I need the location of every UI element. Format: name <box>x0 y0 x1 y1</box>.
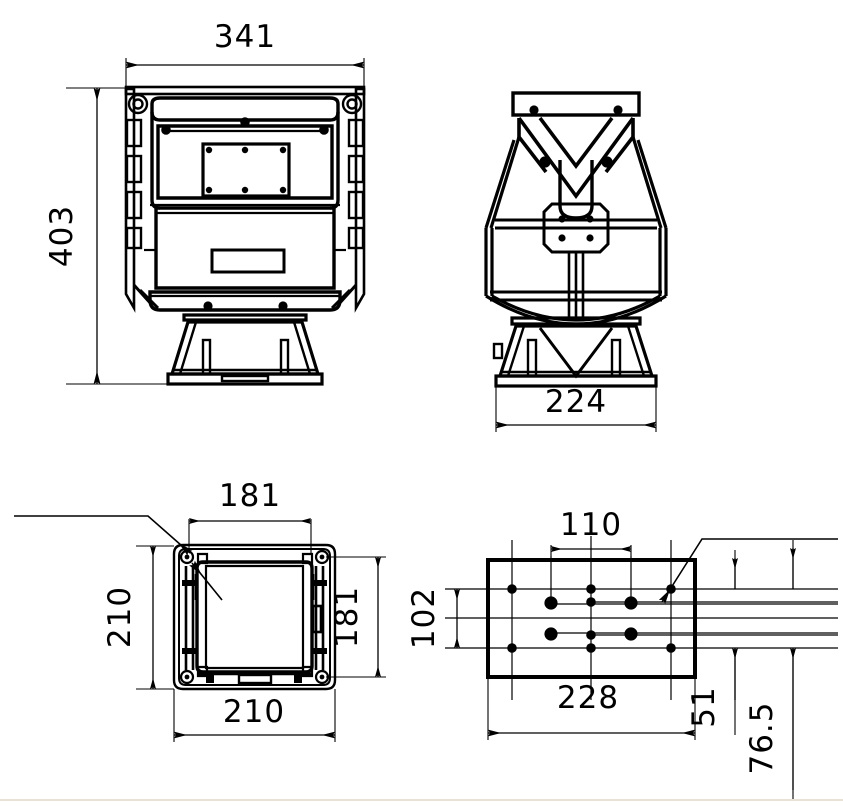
dimension-top-outer-width: 210 <box>173 689 336 742</box>
hole-large-tl <box>544 596 558 610</box>
side-yoke-bolt-right <box>613 105 623 115</box>
dimension-181-top-label: 181 <box>219 478 281 514</box>
front-lower-body-edges <box>144 211 346 298</box>
front-head-left-bolt <box>161 125 171 135</box>
hole-corner-tl <box>507 584 517 594</box>
hole-large-bl <box>544 627 558 641</box>
dimension-210-bottom-label: 210 <box>223 694 285 730</box>
dimension-top-inner-height: 181 <box>326 556 386 678</box>
dimension-front-width: 341 <box>125 19 365 87</box>
front-head-inner-lines <box>150 129 340 207</box>
front-pedestal-ribs <box>172 321 318 383</box>
side-mount-plate <box>542 202 610 254</box>
side-bracket-bolt-right <box>601 156 613 168</box>
dimension-top-inner-width: 181 <box>188 478 312 553</box>
dimension-181-right-label: 181 <box>329 586 365 648</box>
front-head-right-bolt <box>319 125 329 135</box>
dimension-210-left-label: 210 <box>102 586 138 648</box>
base-plate-view <box>445 536 838 700</box>
dimension-110-label: 110 <box>560 507 622 543</box>
dimension-base-offset-outer: 76.5 <box>744 540 796 800</box>
side-yoke-top-bar <box>511 91 641 117</box>
front-faceplate <box>201 142 291 198</box>
dimension-51-label: 51 <box>686 686 722 727</box>
side-neck <box>558 160 594 220</box>
hole-center-lower <box>586 630 596 640</box>
front-base-bolt-left <box>203 301 213 311</box>
front-view <box>124 85 366 386</box>
front-pedestal <box>166 313 324 386</box>
dimension-224-label: 224 <box>545 384 607 420</box>
hole-large-tr <box>624 596 638 610</box>
footer-accent-rule <box>0 799 843 801</box>
dimension-base-offset-inner: 51 <box>686 550 738 735</box>
dimension-front-height: 403 <box>44 87 168 385</box>
top-view-leader-inner <box>189 560 223 601</box>
front-left-pivot <box>125 93 149 250</box>
front-base-bolt-right <box>278 301 288 311</box>
front-head-center-bolt <box>240 117 250 127</box>
dimension-base-pitch-x: 110 <box>550 507 632 556</box>
top-outer-frame <box>172 543 337 691</box>
side-yoke-bolt-left <box>529 105 539 115</box>
base-plate-leader <box>658 538 838 604</box>
dimension-top-outer-height: 210 <box>102 545 174 690</box>
side-bracket-bolt-left <box>539 156 551 168</box>
mount-hole-tl <box>558 215 566 223</box>
side-view <box>484 91 668 388</box>
front-right-pivot <box>341 93 365 250</box>
front-label-plate <box>210 248 286 274</box>
front-chassis-shoulders <box>132 283 358 310</box>
dimension-base-pitch-y: 102 <box>406 587 488 649</box>
dimension-228-label: 228 <box>557 680 619 716</box>
hole-mid-top <box>586 584 596 594</box>
hole-corner-bl <box>507 643 517 653</box>
top-view-leader-outer <box>14 515 193 556</box>
mount-hole-tr <box>586 215 594 223</box>
side-pedestal-ribs <box>492 325 652 378</box>
top-bottom-rail <box>198 671 311 685</box>
mount-hole-br <box>586 234 594 242</box>
hole-center-upper <box>586 597 596 607</box>
hole-mid-bottom <box>586 643 596 653</box>
dimension-341-label: 341 <box>214 19 276 55</box>
dimension-403-label: 403 <box>44 205 80 267</box>
front-chassis-outline <box>124 85 366 313</box>
top-side-rails <box>182 566 327 670</box>
dimension-side-width: 224 <box>495 384 657 432</box>
dimension-76-5-label: 76.5 <box>744 701 780 774</box>
dimension-102-label: 102 <box>406 587 442 649</box>
side-pedestal-inner-v <box>538 327 614 379</box>
hole-large-br <box>624 627 638 641</box>
side-pedestal <box>494 316 658 388</box>
side-drop-shaft <box>567 252 585 320</box>
mount-hole-bl <box>558 234 566 242</box>
base-plate-holes <box>507 584 676 653</box>
dimension-base-width: 228 <box>487 677 696 740</box>
hole-corner-br <box>666 643 676 653</box>
